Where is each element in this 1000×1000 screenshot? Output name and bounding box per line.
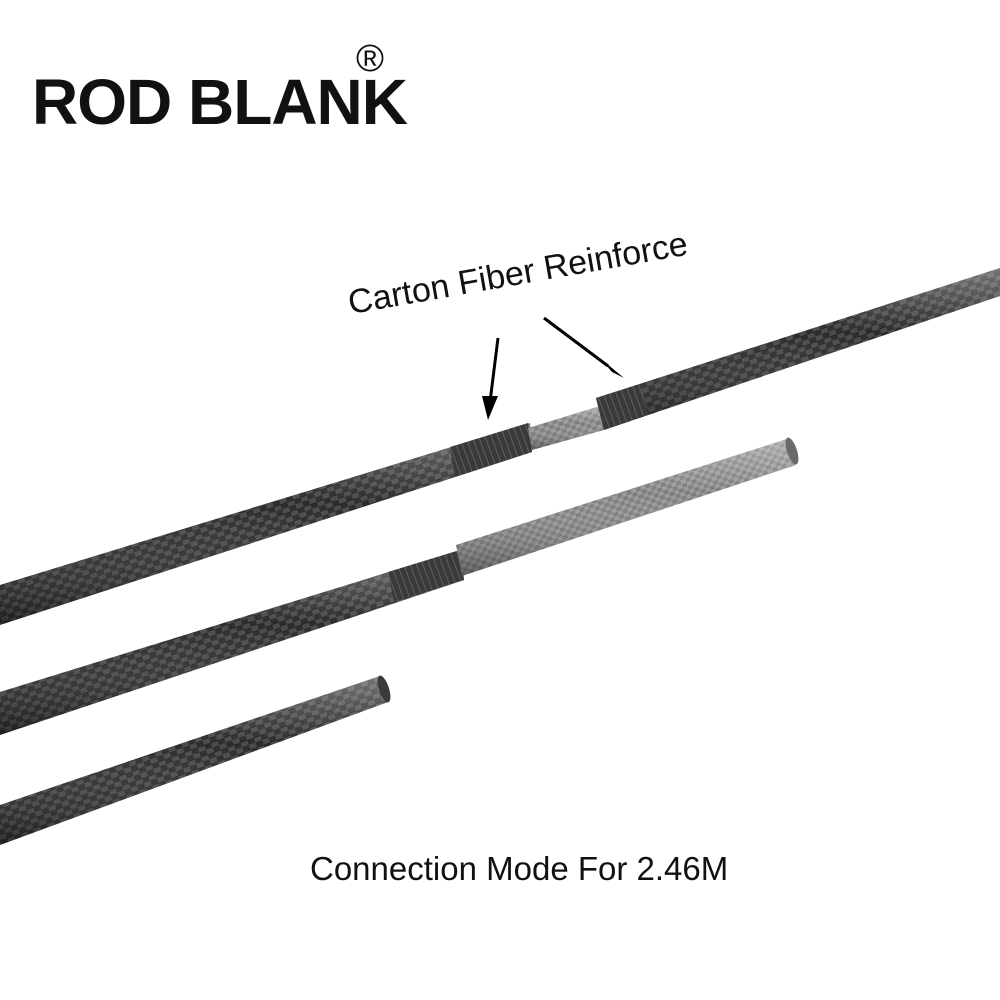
arrow-left-head (482, 396, 498, 420)
arrow-left (488, 337, 500, 403)
caption-text: Connection Mode For 2.46M (310, 850, 729, 887)
brand-title: ROD BLANK (32, 66, 408, 138)
middle-rod (0, 437, 799, 735)
arrow-right-head (600, 358, 624, 378)
top-rod-spigot (528, 406, 604, 450)
reinforce-band-right (596, 384, 648, 430)
top-rod-butt-section (0, 423, 532, 625)
registered-mark: ® (356, 38, 384, 80)
callout-arrows (482, 316, 624, 420)
bottom-rod (0, 675, 391, 845)
middle-reinforce-band (388, 550, 464, 602)
reinforce-band-left (450, 423, 532, 477)
top-rod-tip-section (596, 268, 1000, 430)
arrow-right (543, 316, 609, 368)
